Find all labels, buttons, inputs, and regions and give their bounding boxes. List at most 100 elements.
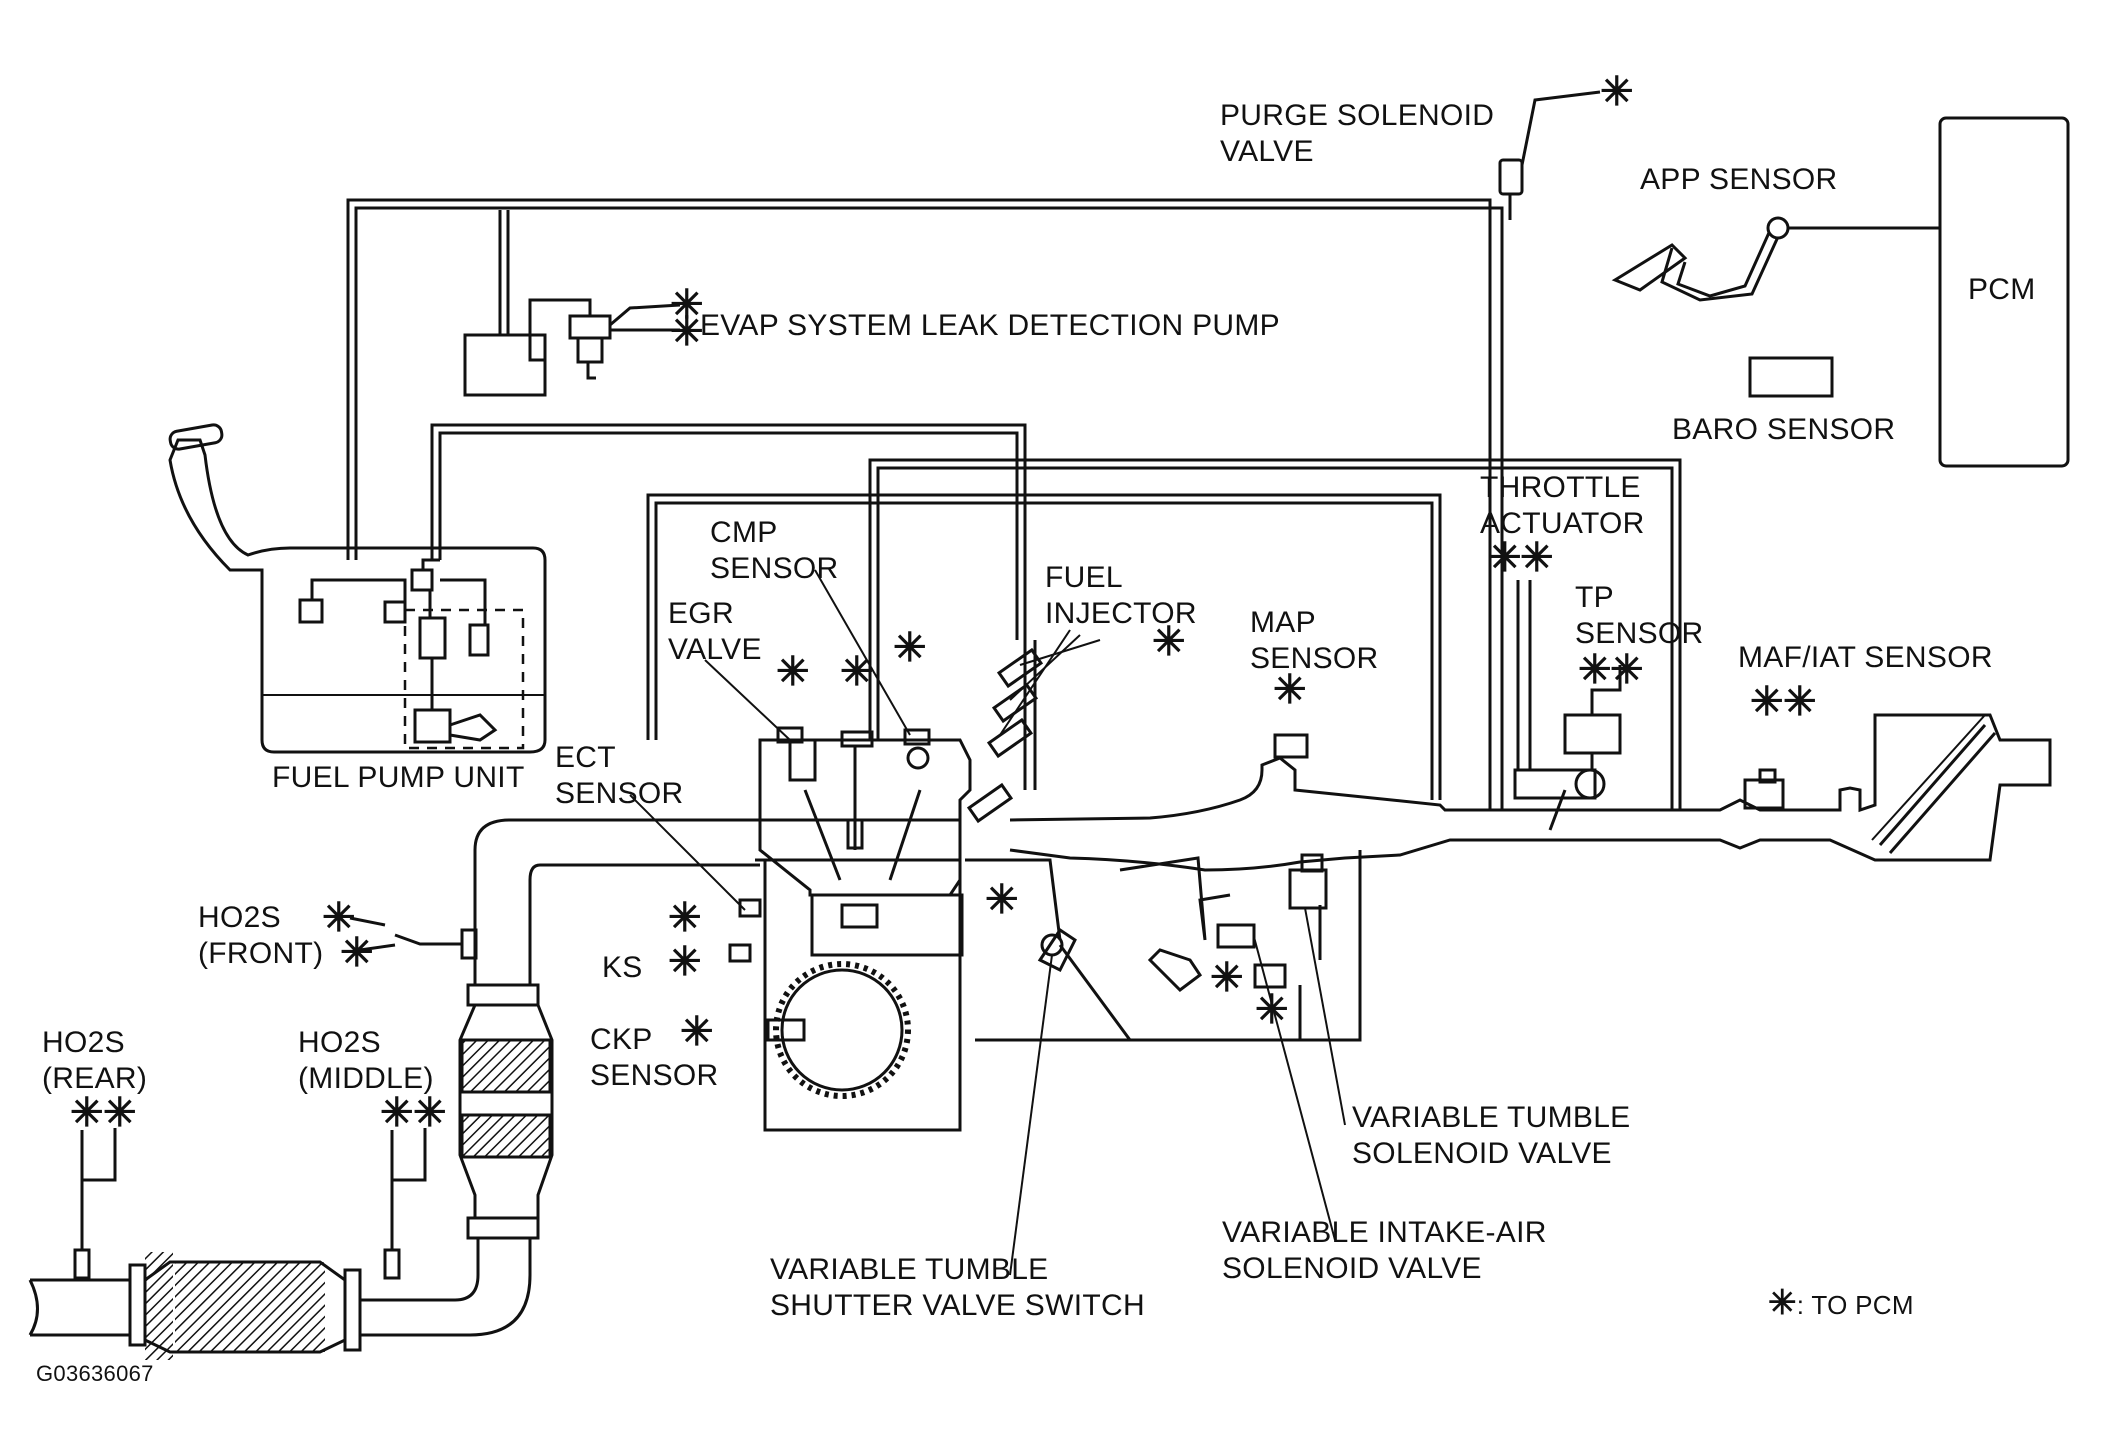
- throttle-actuator-line2: ACTUATOR: [1480, 507, 1645, 540]
- cmp-sensor-line2: SENSOR: [710, 552, 839, 585]
- variable-tumble-solenoid-line2: SOLENOID VALVE: [1352, 1137, 1612, 1170]
- ks-asterisk-icon: ✳: [668, 940, 702, 984]
- purge-solenoid-valve: [1498, 90, 1601, 220]
- engine-block: [728, 726, 972, 1132]
- fuel-injector-line2: INJECTOR: [1045, 597, 1197, 630]
- cmp-asterisk-icon: ✳: [893, 626, 927, 670]
- evap-leak-detection-pump: [528, 298, 681, 380]
- map-sensor-label: MAP SENSOR: [1250, 605, 1379, 677]
- variable-tumble-shutter-label: VARIABLE TUMBLE SHUTTER VALVE SWITCH: [770, 1252, 1145, 1324]
- ckp-sensor-line1: CKP: [590, 1023, 653, 1056]
- tp-sensor-line2: SENSOR: [1575, 617, 1704, 650]
- tp-sensor-line1: TP: [1575, 581, 1614, 614]
- purge-asterisk-icon: ✳: [1600, 70, 1634, 114]
- ho2s-middle-line2: (MIDDLE): [298, 1062, 434, 1095]
- tp-asterisk-2-icon: ✳: [1610, 648, 1644, 692]
- ho2s-front-line1: HO2S: [198, 901, 281, 934]
- evap-purge-line: [346, 198, 1504, 810]
- variable-intake-air-line1: VARIABLE INTAKE-AIR: [1222, 1216, 1547, 1249]
- tumble-solenoid-asterisk-icon: ✳: [1255, 988, 1289, 1032]
- variable-intake-air-label: VARIABLE INTAKE-AIR SOLENOID VALVE: [1222, 1215, 1547, 1287]
- leader-lines: [629, 569, 1346, 1276]
- ect-sensor-label: ECT SENSOR: [555, 740, 684, 812]
- legend-asterisk-icon: ✳: [1768, 1284, 1797, 1322]
- ho2s-rear-asterisk-2-icon: ✳: [103, 1091, 137, 1135]
- maf-iat-sensor-body: [1743, 768, 1785, 810]
- ho2s-middle-asterisk-2-icon: ✳: [413, 1091, 447, 1135]
- ho2s-front-label: HO2S (FRONT): [198, 900, 323, 972]
- maf-asterisk-2-icon: ✳: [1783, 680, 1817, 724]
- fuel-injector-line1: FUEL: [1045, 561, 1123, 594]
- app-sensor-label: APP SENSOR: [1640, 163, 1838, 196]
- injector-asterisk-icon: ✳: [1152, 620, 1186, 664]
- app-pedal-icon: [1611, 216, 1940, 302]
- throttle-actuator-line1: THROTTLE: [1480, 471, 1641, 504]
- throttle-asterisk-1-icon: ✳: [1488, 536, 1522, 580]
- ho2s-rear-asterisk-1-icon: ✳: [70, 1091, 104, 1135]
- purge-solenoid-line2: VALVE: [1220, 135, 1314, 168]
- tp-asterisk-1-icon: ✳: [1578, 648, 1612, 692]
- maf-asterisk-1-icon: ✳: [1750, 680, 1784, 724]
- ho2s-leads: [80, 1128, 427, 1250]
- fuel-injectors: [966, 640, 1044, 824]
- evap-asterisk-2-icon: ✳: [670, 310, 704, 354]
- ho2s-middle-label: HO2S (MIDDLE): [298, 1025, 434, 1097]
- legend: ✳: TO PCM: [1768, 1285, 1914, 1323]
- map-sensor-line1: MAP: [1250, 606, 1316, 639]
- cmp-sensor-label: CMP SENSOR: [710, 515, 839, 587]
- ho2s-front-asterisk-1-icon: ✳: [322, 896, 356, 940]
- purge-solenoid-label: PURGE SOLENOID VALVE: [1220, 98, 1494, 170]
- legend-text: : TO PCM: [1796, 1290, 1914, 1320]
- center-asterisk-icon: ✳: [840, 650, 874, 694]
- variable-tumble-solenoid-label: VARIABLE TUMBLE SOLENOID VALVE: [1352, 1100, 1630, 1172]
- throttle-body: [1513, 580, 1622, 831]
- ckp-asterisk-icon: ✳: [680, 1010, 714, 1054]
- egr-valve-label: EGR VALVE: [668, 596, 762, 668]
- variable-intake-air-line2: SOLENOID VALVE: [1222, 1252, 1482, 1285]
- tumble-intake-solenoids: [965, 850, 1362, 1042]
- figure-code: G03636067: [36, 1361, 154, 1386]
- tumble-switch-asterisk-icon: ✳: [985, 878, 1019, 922]
- charcoal-canister: [463, 333, 547, 397]
- evap-asterisk-1-icon: ✳: [670, 283, 704, 327]
- ks-label: KS: [602, 951, 643, 984]
- ho2s-middle-line1: HO2S: [298, 1026, 381, 1059]
- ho2s-front-asterisk-2-icon: ✳: [340, 931, 374, 975]
- ho2s-rear-label: HO2S (REAR): [42, 1025, 147, 1097]
- purge-solenoid-line1: PURGE SOLENOID: [1220, 99, 1495, 132]
- fuel-pump-unit: [298, 558, 525, 750]
- variable-tumble-shutter-line2: SHUTTER VALVE SWITCH: [770, 1289, 1145, 1322]
- fuel-supply-line: [430, 423, 1027, 640]
- exhaust-system: [28, 818, 760, 1360]
- map-asterisk-icon: ✳: [1273, 668, 1307, 712]
- fuel-tank: [168, 423, 547, 754]
- tp-sensor-label: TP SENSOR: [1575, 580, 1704, 652]
- baro-sensor-label: BARO SENSOR: [1672, 413, 1896, 446]
- ect-asterisk-icon: ✳: [668, 896, 702, 940]
- variable-tumble-shutter-line1: VARIABLE TUMBLE: [770, 1253, 1049, 1286]
- ho2s-front-line2: (FRONT): [198, 937, 324, 970]
- ckp-sensor-label: CKP SENSOR: [590, 1022, 719, 1094]
- fuel-pump-unit-label: FUEL PUMP UNIT: [272, 761, 525, 794]
- variable-tumble-solenoid-line1: VARIABLE TUMBLE: [1352, 1101, 1631, 1134]
- pcm-box: [1938, 116, 2070, 468]
- ho2s-front-sensor: [349, 916, 478, 960]
- maf-iat-sensor-label: MAF/IAT SENSOR: [1738, 641, 1993, 674]
- ho2s-rear-line1: HO2S: [42, 1026, 125, 1059]
- throttle-asterisk-2-icon: ✳: [1520, 536, 1554, 580]
- ect-sensor-line2: SENSOR: [555, 777, 684, 810]
- fuel-injector-label: FUEL INJECTOR: [1045, 560, 1197, 632]
- cmp-sensor-line1: CMP: [710, 516, 778, 549]
- ho2s-middle-asterisk-1-icon: ✳: [380, 1091, 414, 1135]
- map-sensor-body: [1273, 733, 1309, 759]
- ckp-sensor-line2: SENSOR: [590, 1059, 719, 1092]
- egr-valve-line2: VALVE: [668, 633, 762, 666]
- vacuum-lines: [646, 458, 1682, 810]
- evap-pump-label: EVAP SYSTEM LEAK DETECTION PUMP: [700, 309, 1280, 342]
- egr-asterisk-icon: ✳: [776, 650, 810, 694]
- map-sensor-line2: SENSOR: [1250, 642, 1379, 675]
- egr-valve-line1: EGR: [668, 597, 734, 630]
- intake-air-asterisk-icon: ✳: [1210, 956, 1244, 1000]
- baro-sensor-box: [1748, 356, 1834, 398]
